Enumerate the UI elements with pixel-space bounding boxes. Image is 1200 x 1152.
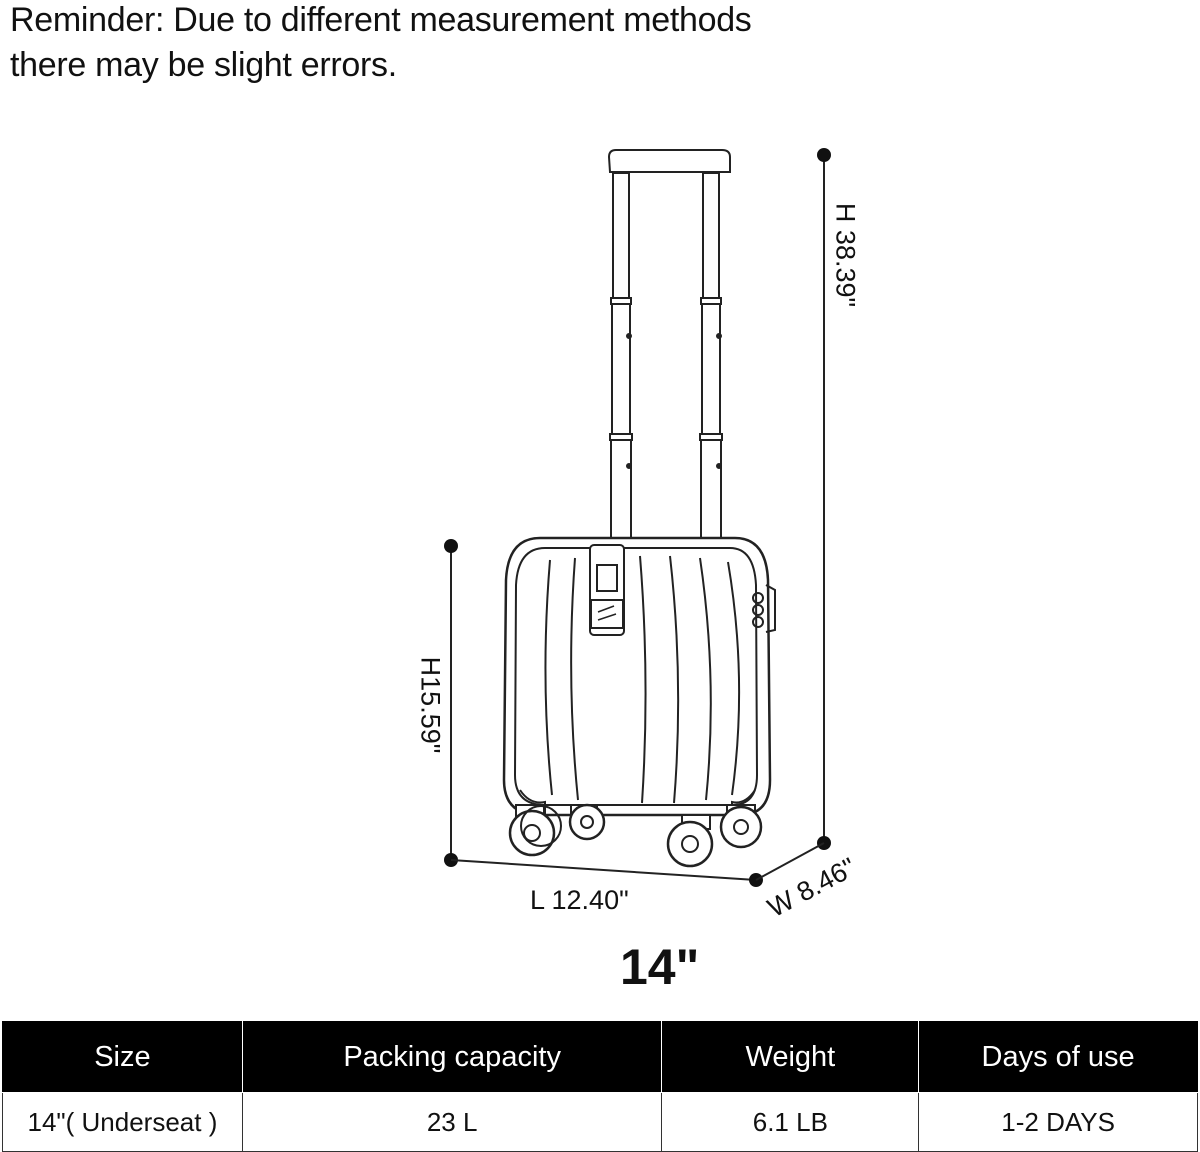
table-row: 14"( Underseat ) 23 L 6.1 LB 1-2 DAYS [2, 1092, 1198, 1152]
total-height-label: H 38.39" [830, 202, 861, 308]
cell-weight: 6.1 LB [661, 1092, 920, 1152]
suitcase-illustration [444, 148, 831, 887]
dimension-body-height-line [444, 539, 458, 867]
spec-table: Size Packing capacity Weight Days of use… [2, 1021, 1198, 1152]
header-size: Size [2, 1021, 243, 1093]
cell-days-of-use: 1-2 DAYS [918, 1092, 1198, 1152]
body-height-label: H15.59" [415, 656, 446, 754]
dimension-width-line [755, 842, 825, 881]
wheels [508, 803, 763, 868]
spec-table-header-row: Size Packing capacity Weight Days of use [2, 1021, 1198, 1093]
header-weight: Weight [661, 1021, 920, 1093]
cell-packing-capacity: 23 L [241, 1092, 663, 1152]
cell-size: 14"( Underseat ) [2, 1092, 243, 1152]
reminder-line-1: Reminder: Due to different measurement m… [10, 1, 752, 39]
header-days-of-use: Days of use [918, 1021, 1198, 1093]
suitcase-body [502, 536, 776, 817]
length-label: L 12.40" [530, 885, 629, 915]
dimension-length-line [450, 859, 763, 887]
reminder-line-2: there may be slight errors. [10, 46, 397, 84]
header-packing-capacity: Packing capacity [241, 1021, 663, 1093]
reminder-text: Reminder: Due to different measurement m… [10, 0, 1010, 88]
size-title: 14" [620, 939, 700, 995]
telescopic-handle [607, 149, 731, 541]
